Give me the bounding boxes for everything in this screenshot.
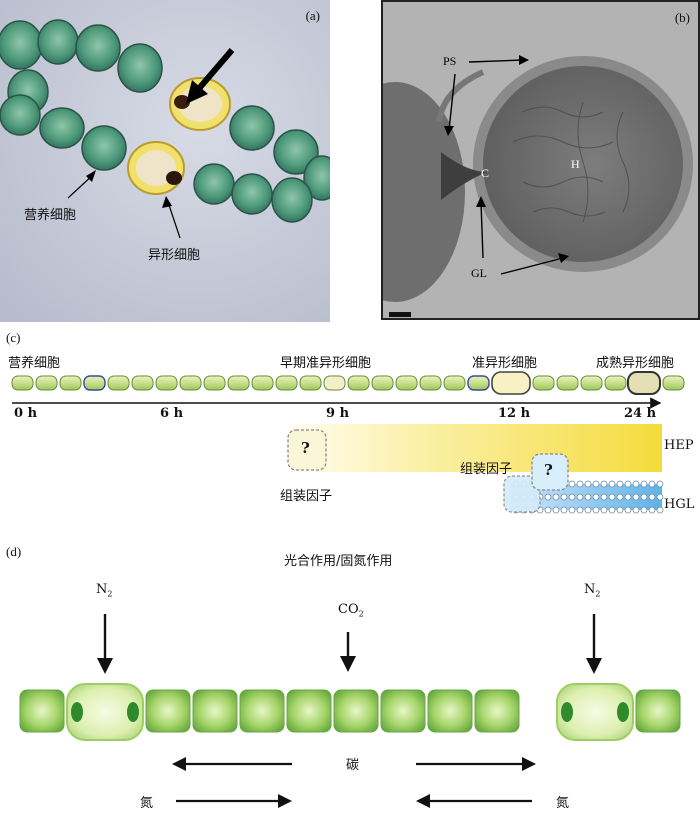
stage-mature-heterocyst: 成熟异形细胞 <box>596 356 675 371</box>
schematic-heterocyst-right <box>556 683 634 741</box>
question-mark-left: ? <box>301 439 310 457</box>
tick-9h: 9 h <box>326 406 350 421</box>
n2-right-text: N <box>584 582 596 597</box>
c-label: C <box>481 166 490 180</box>
gl-label: GL <box>471 266 487 280</box>
heterocyst-pointer-arrow <box>186 48 235 104</box>
filament-schematic <box>19 614 681 808</box>
h-label: H <box>571 157 580 171</box>
n2-right-label: N2 <box>584 582 600 599</box>
upper-filament <box>0 19 330 201</box>
panel-d-label: (d) <box>6 544 22 559</box>
n2-left-sub: 2 <box>107 589 113 599</box>
tick-12h: 12 h <box>498 406 531 421</box>
stage-proheterocyst: 准异形细胞 <box>472 356 538 371</box>
panel-a-micrograph: (a) 营养细胞 异形细胞 <box>0 0 330 322</box>
lower-filament <box>0 94 313 223</box>
heterocyst-label: 异形细胞 <box>148 248 201 263</box>
hep-band <box>290 424 662 472</box>
nitrogen-label-right: 氮 <box>556 796 570 811</box>
panel-b-label: (b) <box>674 10 690 25</box>
hgl-label: HGL <box>664 497 695 512</box>
stage-early-proheterocyst: 早期准异形细胞 <box>280 356 372 371</box>
n2-right-sub: 2 <box>595 589 601 599</box>
tick-24h: 24 h <box>624 406 657 421</box>
hgl-lipid-layer <box>503 475 664 514</box>
vegetative-cell-label: 营养细胞 <box>24 208 77 223</box>
transport-arrows <box>176 762 532 803</box>
panel-d-title: 光合作用/固氮作用 <box>284 554 393 569</box>
tick-0h: 0 h <box>14 406 38 421</box>
tem-image <box>383 2 698 318</box>
assembly-factor-label-right: 组装因子 <box>460 462 513 477</box>
n2-left-label: N2 <box>96 582 112 599</box>
ps-label: PS <box>443 54 457 68</box>
panel-b-tem: (b) PS C H GL <box>381 0 700 320</box>
stage-vegetative: 营养细胞 <box>8 356 61 371</box>
assembly-factor-box-right <box>531 453 569 491</box>
schematic-filament <box>19 689 681 733</box>
nitrogen-label-left: 氮 <box>140 796 154 811</box>
schematic-heterocyst-left <box>66 683 144 741</box>
input-arrows <box>103 614 596 662</box>
panel-a-label: (a) <box>305 8 320 23</box>
micrograph-a-image <box>0 0 330 322</box>
assembly-factor-box-left <box>287 429 327 471</box>
timeline-filament <box>11 371 685 395</box>
tick-6h: 6 h <box>160 406 184 421</box>
question-mark-right: ? <box>544 461 553 479</box>
hep-label: HEP <box>664 438 694 453</box>
co2-sub: 2 <box>358 609 364 619</box>
assembly-factor-label-left: 组装因子 <box>280 489 333 504</box>
co2-text: CO <box>338 602 359 617</box>
n2-left-text: N <box>96 582 108 597</box>
timeline-figure <box>11 371 685 514</box>
co2-label: CO2 <box>338 602 364 619</box>
panel-c-label: (c) <box>6 330 21 345</box>
carbon-label: 碳 <box>346 758 360 773</box>
